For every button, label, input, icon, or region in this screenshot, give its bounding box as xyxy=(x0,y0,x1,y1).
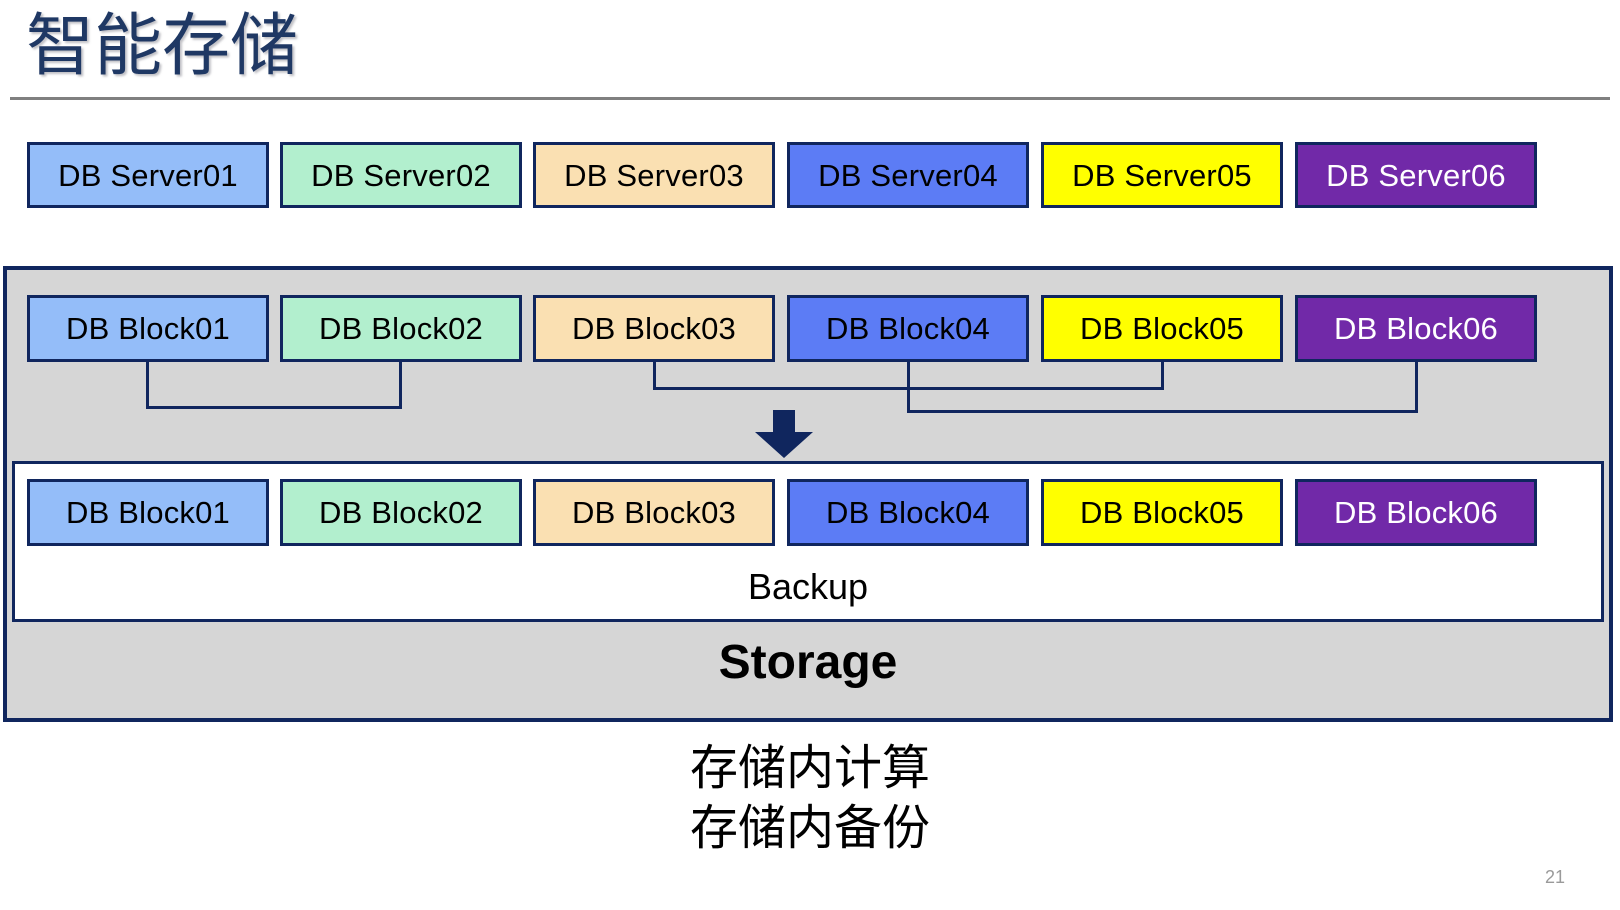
db-block-backup-box-4[interactable]: DB Block04 xyxy=(787,479,1029,546)
db-block-primary-box-5[interactable]: DB Block05 xyxy=(1041,295,1283,362)
db-server-box-6[interactable]: DB Server06 xyxy=(1295,142,1537,208)
db-block-primary-box-2[interactable]: DB Block02 xyxy=(280,295,522,362)
backup-label: Backup xyxy=(747,566,869,607)
db-block-primary-box-label: DB Block04 xyxy=(826,311,990,346)
connector-block04-down xyxy=(907,362,910,413)
db-block-backup-box-6[interactable]: DB Block06 xyxy=(1295,479,1537,546)
page-number: 21 xyxy=(1544,867,1566,887)
db-block-primary-box-label: DB Block03 xyxy=(572,311,736,346)
db-server-box-5[interactable]: DB Server05 xyxy=(1041,142,1283,208)
db-server-box-2[interactable]: DB Server02 xyxy=(280,142,522,208)
db-server-box-1[interactable]: DB Server01 xyxy=(27,142,269,208)
caption-line-2: 存储内备份 xyxy=(689,802,930,855)
connector-block06-down xyxy=(1415,362,1418,413)
connector-block01-block02-join xyxy=(146,406,402,409)
storage-label: Storage xyxy=(718,636,898,689)
db-block-primary-box-label: DB Block01 xyxy=(66,311,230,346)
db-server-box-3[interactable]: DB Server03 xyxy=(533,142,775,208)
db-block-backup-box-5[interactable]: DB Block05 xyxy=(1041,479,1283,546)
db-server-box-label: DB Server01 xyxy=(58,157,238,193)
connector-block02-down xyxy=(399,362,402,409)
db-server-box-label: DB Server06 xyxy=(1326,157,1506,193)
db-block-primary-box-4[interactable]: DB Block04 xyxy=(787,295,1029,362)
db-block-backup-box-label: DB Block06 xyxy=(1334,495,1498,530)
db-block-backup-box-label: DB Block05 xyxy=(1080,495,1244,530)
db-block-backup-box-2[interactable]: DB Block02 xyxy=(280,479,522,546)
connector-block01-down xyxy=(146,362,149,409)
db-block-primary-box-3[interactable]: DB Block03 xyxy=(533,295,775,362)
page-title: 智能存储 xyxy=(26,8,299,84)
connector-block05-down xyxy=(1161,362,1164,390)
db-server-box-4[interactable]: DB Server04 xyxy=(787,142,1029,208)
db-server-box-label: DB Server03 xyxy=(564,157,744,193)
db-block-backup-box-label: DB Block02 xyxy=(319,495,483,530)
connector-block04-block06-join xyxy=(907,410,1418,413)
db-block-backup-box-label: DB Block01 xyxy=(66,495,230,530)
db-block-backup-box-1[interactable]: DB Block01 xyxy=(27,479,269,546)
down-arrow-icon xyxy=(755,410,813,458)
db-block-primary-box-label: DB Block06 xyxy=(1334,311,1498,346)
connector-block03-down xyxy=(653,362,656,390)
db-block-backup-box-label: DB Block03 xyxy=(572,495,736,530)
caption-line-1: 存储内计算 xyxy=(689,742,930,795)
db-block-primary-box-6[interactable]: DB Block06 xyxy=(1295,295,1537,362)
db-server-box-label: DB Server04 xyxy=(818,157,998,193)
db-server-box-label: DB Server02 xyxy=(311,157,491,193)
title-divider xyxy=(10,97,1610,100)
db-block-backup-box-label: DB Block04 xyxy=(826,495,990,530)
db-server-box-label: DB Server05 xyxy=(1072,157,1252,193)
db-block-backup-box-3[interactable]: DB Block03 xyxy=(533,479,775,546)
db-block-primary-box-1[interactable]: DB Block01 xyxy=(27,295,269,362)
db-block-primary-box-label: DB Block05 xyxy=(1080,311,1244,346)
db-block-primary-box-label: DB Block02 xyxy=(319,311,483,346)
